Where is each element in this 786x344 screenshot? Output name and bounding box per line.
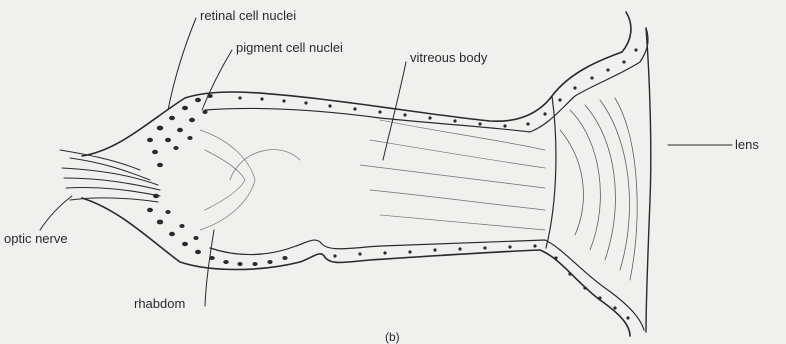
leader-pigment-cell-nuclei [202, 50, 232, 110]
label-rhabdom: rhabdom [134, 297, 185, 311]
label-vitreous-body: vitreous body [410, 51, 487, 65]
leader-lines [40, 18, 732, 306]
rhabdom-streaks [200, 130, 255, 230]
optic-nerve-fibres [60, 150, 160, 202]
leader-optic-nerve [40, 196, 72, 230]
lens-outline [646, 28, 651, 332]
label-retinal-cell-nuclei: retinal cell nuclei [200, 9, 296, 23]
nuclei [147, 48, 638, 319]
vitreous-streaks [230, 120, 545, 230]
lens-striations [560, 98, 637, 280]
label-optic-nerve: optic nerve [4, 232, 68, 246]
outer-wall-bottom [82, 198, 630, 336]
inner-wall-bottom [210, 240, 644, 330]
outer-wall-top [82, 12, 631, 156]
label-lens: lens [735, 138, 759, 152]
label-pigment-cell-nuclei: pigment cell nuclei [236, 41, 343, 55]
